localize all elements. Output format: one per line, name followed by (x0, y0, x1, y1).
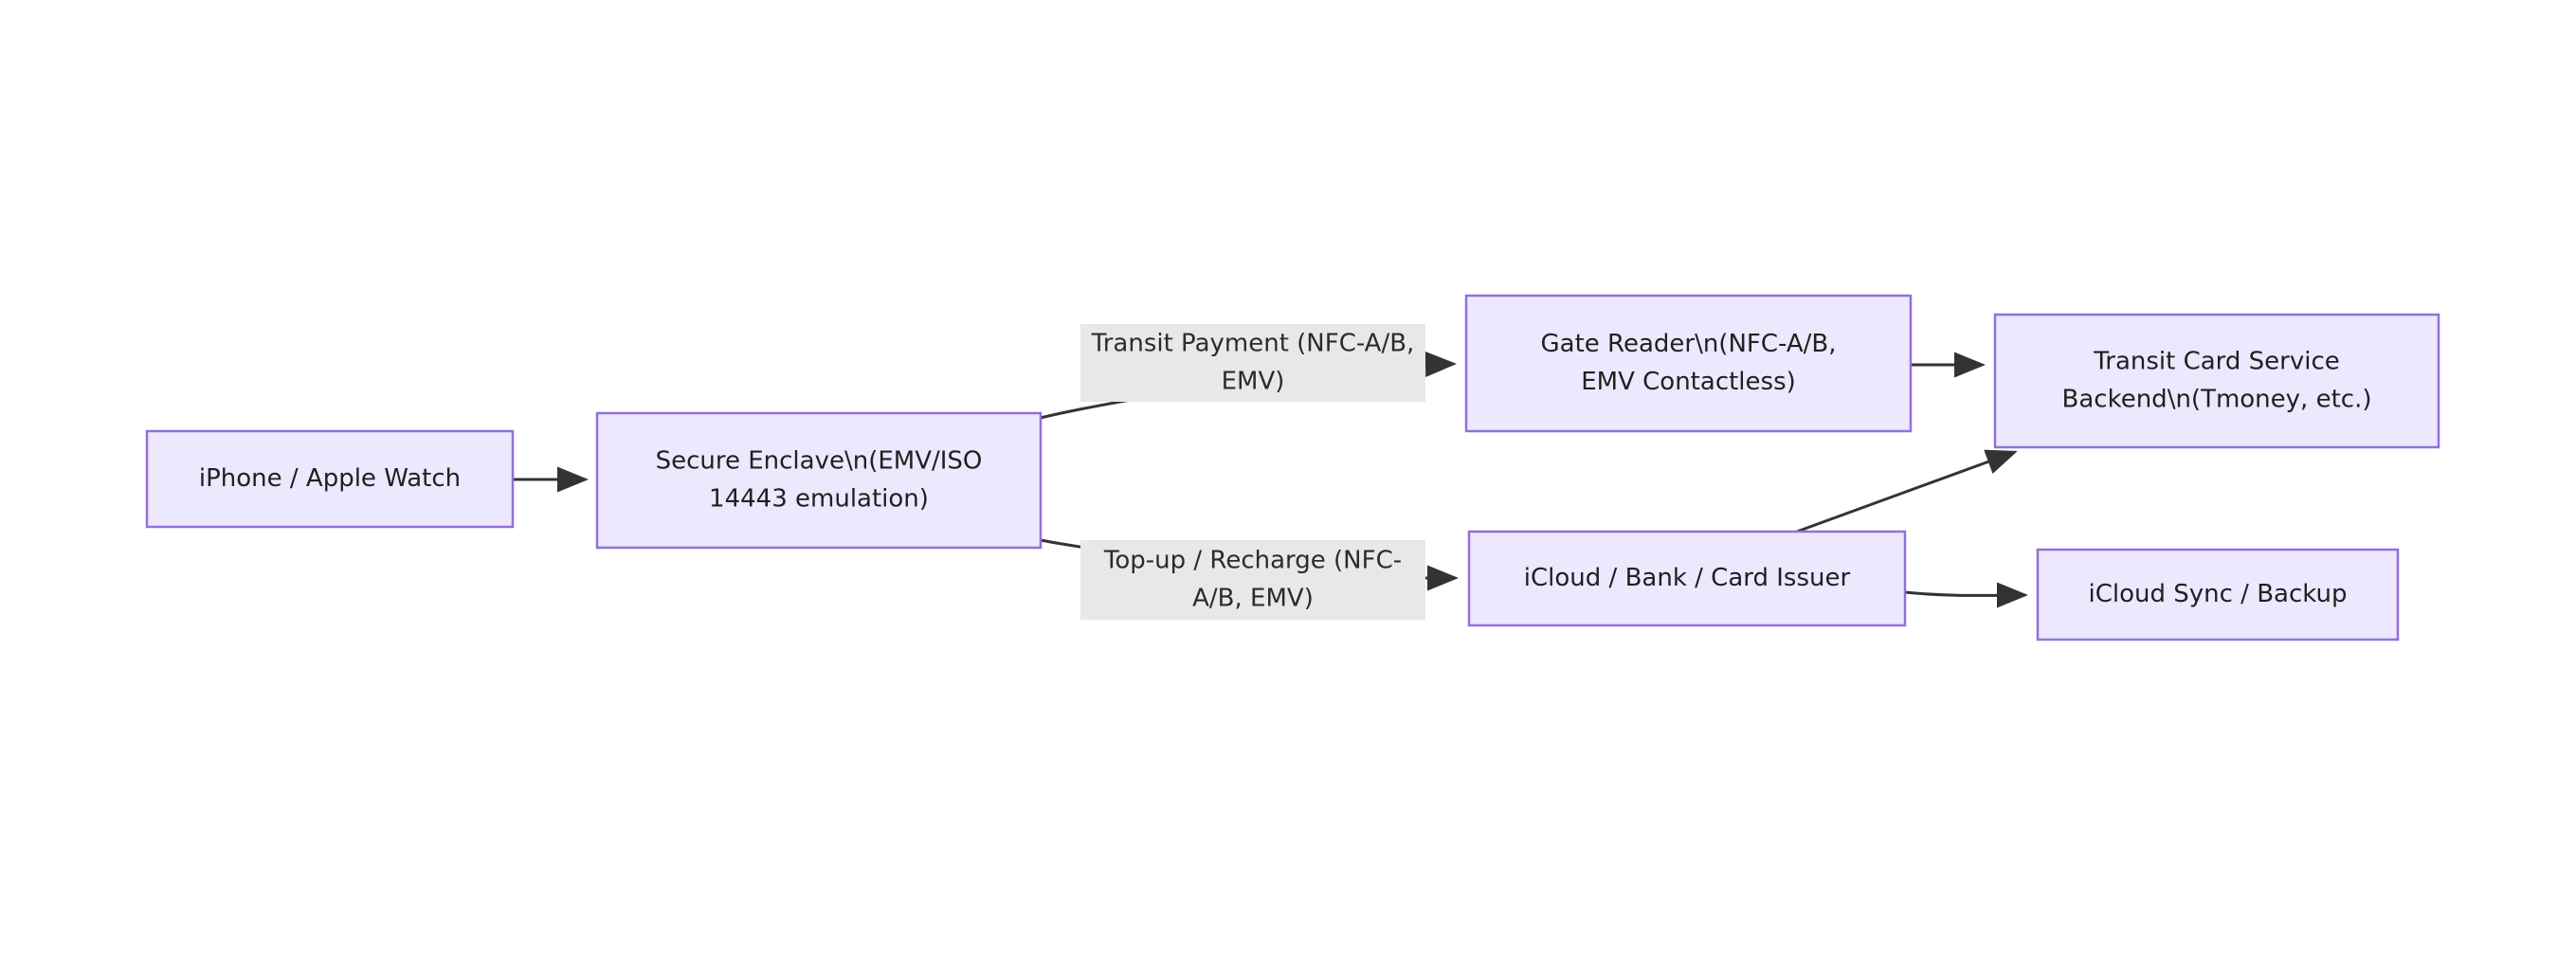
node-box[interactable] (595, 411, 1043, 550)
node-label-line: Gate Reader\n(NFC-A/B, (1541, 330, 1837, 358)
node-box[interactable] (1464, 294, 1913, 433)
node-label-line: iCloud Sync / Backup (2088, 580, 2347, 608)
nodes-layer: iPhone / Apple Watch Secure Enclave\n(EMV… (145, 294, 2440, 642)
edge-label-enclave-to-gate-reader: Transit Payment (NFC-A/B, EMV) (1080, 324, 1425, 402)
node-label-line: Secure Enclave\n(EMV/ISO (656, 447, 983, 476)
edge-label-background (1080, 324, 1425, 402)
edge-label-enclave-to-issuer: Top-up / Recharge (NFC- A/B, EMV) (1080, 540, 1425, 620)
node-box[interactable] (1993, 313, 2440, 449)
edge-label-line: EMV) (1222, 368, 1285, 396)
node-label-line: EMV Contactless) (1581, 368, 1796, 396)
node-icloud_sync[interactable]: iCloud Sync / Backup (2036, 548, 2400, 642)
node-box[interactable] (1467, 530, 1907, 627)
node-label-line: iCloud / Bank / Card Issuer (1524, 564, 1851, 592)
node-box[interactable] (145, 429, 515, 529)
node-label-line: iPhone / Apple Watch (199, 464, 461, 493)
edge-label-line: A/B, EMV) (1192, 585, 1314, 613)
edge-label-line: Transit Payment (NFC-A/B, (1091, 330, 1415, 358)
node-label-line: Transit Card Service (2093, 348, 2340, 376)
node-enclave[interactable]: Secure Enclave\n(EMV/ISO 14443 emulation) (595, 411, 1043, 550)
node-box[interactable] (2036, 548, 2400, 642)
node-gate_reader[interactable]: Gate Reader\n(NFC-A/B, EMV Contactless) (1464, 294, 1913, 433)
edge-labels-layer: Transit Payment (NFC-A/B, EMV) Top-up / Re… (1080, 324, 1425, 620)
node-device[interactable]: iPhone / Apple Watch (145, 429, 515, 529)
node-label-line: Backend\n(Tmoney, etc.) (2062, 386, 2372, 414)
edge-issuer-to-transit-backend (1796, 449, 2018, 533)
edge-label-line: Top-up / Recharge (NFC- (1103, 547, 1402, 575)
node-issuer[interactable]: iCloud / Bank / Card Issuer (1467, 530, 1907, 627)
edge-label-background (1080, 540, 1425, 620)
edge-issuer-to-icloud-sync (1904, 582, 2028, 608)
node-label-line: 14443 emulation) (709, 485, 929, 514)
